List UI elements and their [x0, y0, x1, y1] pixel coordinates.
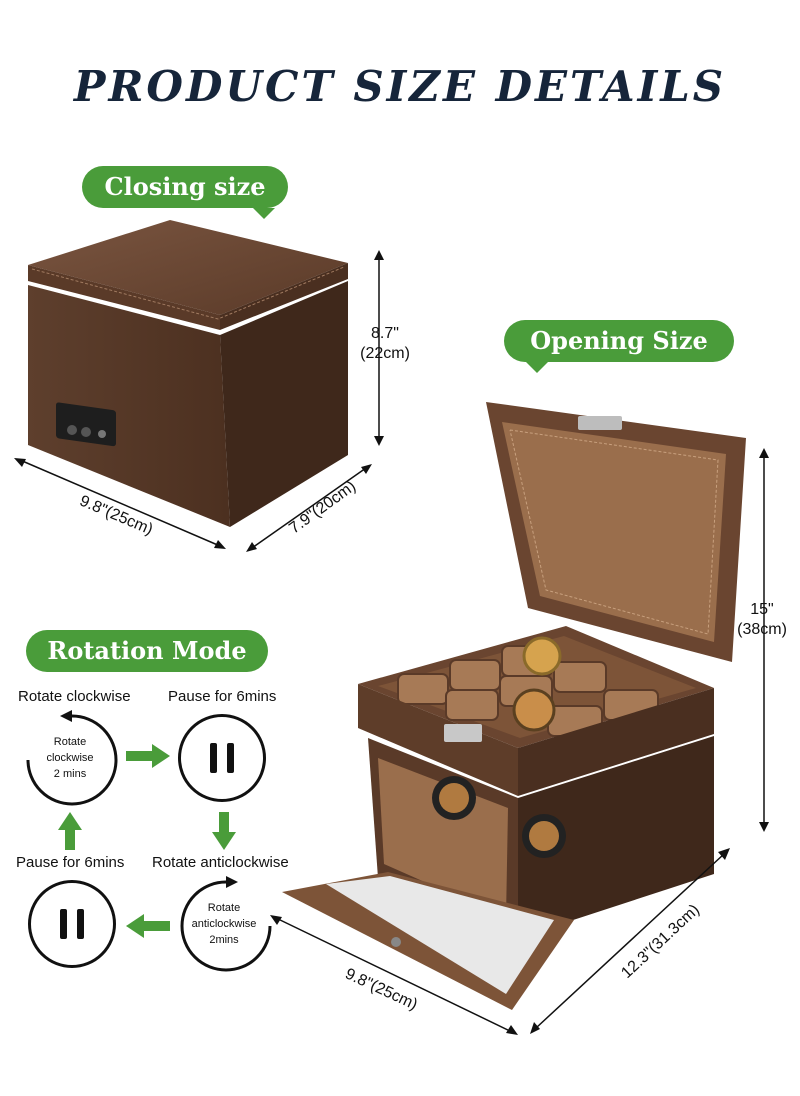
opening-width-arrow — [270, 915, 518, 1035]
opening-height-value: 15" — [750, 601, 774, 618]
rotate-anticlockwise-line-3: 2mins — [209, 934, 239, 946]
opening-height-arrow — [759, 448, 769, 832]
step-rotate-clockwise-title: Rotate clockwise — [18, 688, 131, 705]
arrow-up-icon — [58, 812, 82, 850]
closing-height-arrow — [374, 250, 384, 446]
anticlockwise-arc-icon — [180, 876, 272, 972]
closing-size-badge: Closing size — [82, 166, 288, 208]
clockwise-arc-icon — [26, 710, 118, 806]
step-pause-2-title: Pause for 6mins — [16, 854, 125, 871]
arrow-left-icon — [126, 914, 170, 938]
opening-depth-arrow — [530, 848, 730, 1034]
arrow-right-icon — [126, 744, 170, 768]
closing-width-arrow — [14, 458, 226, 549]
rotate-anticlockwise-line-2: anticlockwise — [191, 918, 257, 930]
rotate-clockwise-circle: Rotate clockwise 2 mins — [26, 714, 114, 802]
closing-height-cm: (22cm) — [360, 345, 410, 362]
step-rotate-anticlockwise-title: Rotate anticlockwise — [152, 854, 289, 871]
opening-size-badge: Opening Size — [504, 320, 734, 362]
closing-badge-pointer — [253, 208, 275, 219]
step-pause-1-title: Pause for 6mins — [168, 688, 277, 705]
rotate-clockwise-line-2: clockwise — [46, 752, 94, 764]
pause-icon — [178, 714, 266, 802]
opening-height-cm: (38cm) — [737, 621, 787, 638]
page-title: PRODUCT SIZE DETAILS — [73, 62, 727, 111]
rotation-mode-badge: Rotation Mode — [26, 630, 268, 672]
closing-depth-arrow — [246, 464, 372, 552]
rotate-clockwise-line-3: 2 mins — [53, 768, 87, 780]
opening-badge-pointer — [526, 362, 548, 373]
rotate-clockwise-line-1: Rotate — [53, 736, 87, 748]
pause-icon — [28, 880, 116, 968]
arrow-down-icon — [212, 812, 236, 850]
closed-watch-box-image — [28, 220, 348, 527]
rotate-anticlockwise-line-1: Rotate — [207, 902, 241, 914]
closing-height-value: 8.7" — [371, 325, 399, 342]
open-watch-box-image — [282, 402, 746, 1010]
